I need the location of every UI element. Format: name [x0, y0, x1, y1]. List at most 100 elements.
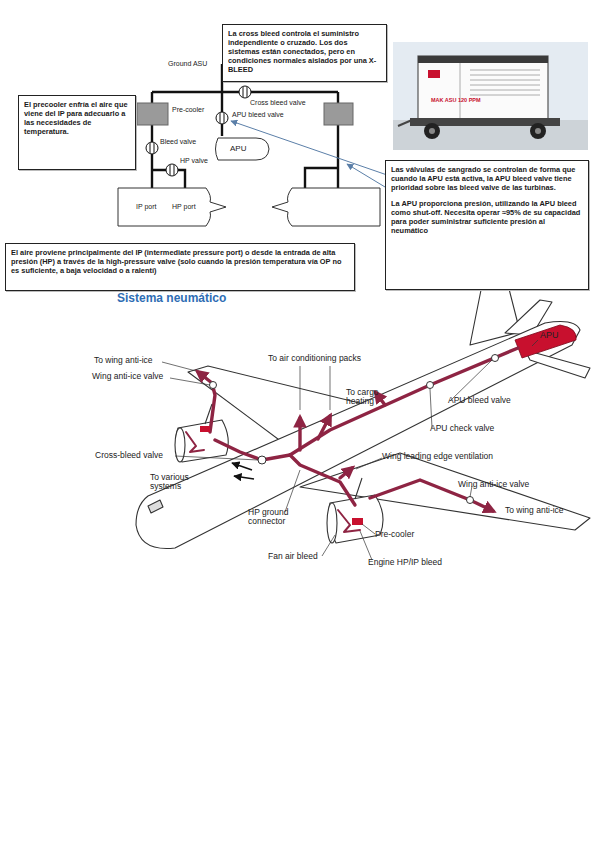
illustration-part	[460, 63, 540, 120]
part-label: APU	[540, 331, 559, 341]
callout-text: La cross bleed controla el suministro in…	[228, 29, 381, 74]
apu-unit: APU	[212, 136, 270, 162]
illustration-part	[175, 428, 185, 462]
system-arrows	[232, 463, 254, 479]
illustration-part	[428, 70, 440, 78]
illustration-part	[186, 432, 204, 452]
illustration-part	[136, 322, 580, 549]
schematic-label: Cross bleed valve	[250, 99, 306, 107]
illustration-part	[424, 123, 440, 139]
callout-text: La APU proporciona presión, utilizando l…	[391, 199, 583, 235]
bleed-ducting	[186, 348, 518, 532]
illustration-part	[305, 168, 338, 188]
illustration-part	[330, 366, 331, 410]
ground-asu-photo	[393, 42, 588, 150]
engine-outline: IP port HP port	[116, 186, 228, 228]
part-label: Pre-cooler	[375, 530, 414, 539]
part-label: To cargo heating	[346, 388, 392, 407]
shape-label: APU	[230, 144, 246, 153]
illustration-part	[198, 372, 215, 432]
illustration-part	[470, 85, 540, 86]
illustration-part	[150, 143, 151, 153]
illustration-part	[322, 535, 335, 556]
schematic-label: APU bleed valve	[232, 111, 284, 119]
illustration-part	[215, 440, 290, 460]
illustration-part	[470, 95, 540, 96]
illustration-part	[239, 86, 251, 98]
illustration-part	[166, 164, 178, 176]
illustration-part	[360, 531, 372, 560]
illustration-part	[170, 378, 210, 385]
illustration-part	[232, 463, 252, 470]
illustration-part	[470, 70, 540, 71]
illustration-part	[340, 468, 352, 478]
illustration-part	[355, 478, 362, 499]
schematic-label: HP valve	[180, 157, 208, 165]
illustration-part	[327, 503, 337, 543]
illustration-part	[298, 418, 301, 450]
illustration-part	[450, 360, 492, 401]
illustration-part	[530, 123, 546, 139]
schematic-label: MAK ASU 120 PPM	[431, 97, 481, 103]
part-label: To wing anti-ice	[505, 506, 564, 515]
illustration-part	[247, 87, 248, 97]
duct-valves	[210, 355, 499, 504]
callout-text: El precooler enfría el aire que viene de…	[24, 100, 130, 136]
illustration-part	[258, 456, 266, 464]
part-label: APU check valve	[430, 424, 494, 433]
precooler-box	[137, 103, 168, 125]
callout-text: Las válvulas de sangrado se controlan de…	[391, 165, 583, 192]
illustration-part	[290, 455, 355, 505]
callout-text: El aire proviene principalmente del IP (…	[11, 248, 349, 275]
precooler-symbol	[352, 518, 363, 525]
illustration-part	[318, 416, 330, 439]
schematic-label: Ground ASU	[168, 60, 207, 68]
part-label: Engine HP/IP bleed	[368, 558, 442, 567]
illustration-part	[532, 340, 538, 346]
part-label: To air conditioning packs	[268, 354, 361, 363]
part-label: APU bleed valve	[448, 396, 511, 405]
illustration-part	[418, 56, 548, 120]
illustration-part	[535, 128, 541, 134]
illustration-part	[174, 165, 175, 175]
illustration-part	[525, 350, 590, 378]
engine-outline	[272, 188, 380, 226]
illustration-part	[460, 63, 461, 120]
part-label: To various systems	[150, 473, 200, 492]
callout-box: La cross bleed controla el suministro in…	[222, 24, 387, 82]
shape-label: IP port	[136, 202, 157, 211]
part-label: Fan air bleed	[268, 552, 318, 561]
illustration-part	[170, 165, 171, 175]
illustration-part	[148, 500, 163, 513]
illustration-part	[224, 113, 225, 123]
apu-tailcone	[515, 325, 576, 358]
illustration-part	[470, 285, 520, 345]
aircraft-airframe	[136, 285, 590, 549]
valve-symbols	[146, 86, 251, 176]
callout-box: Las válvulas de sangrado se controlan de…	[385, 160, 589, 290]
part-label: Wing anti-ice valve	[92, 372, 163, 381]
illustration-part	[427, 382, 434, 389]
callout-box: El aire proviene principalmente del IP (…	[5, 243, 355, 291]
section-heading: Sistema neumático	[117, 292, 226, 305]
illustration-part	[356, 458, 382, 469]
illustration-part	[162, 362, 196, 371]
leader-lines	[162, 340, 538, 560]
illustration-part	[418, 56, 548, 63]
illustration-part	[146, 142, 158, 154]
illustration-part	[470, 75, 540, 76]
apu-unit-path	[216, 138, 270, 160]
precooler-symbol	[200, 426, 210, 432]
part-label: Cross-bleed valve	[95, 451, 163, 460]
callout-box: El precooler enfría el aire que viene de…	[18, 95, 136, 170]
shape-label: HP port	[172, 202, 196, 211]
illustration-part	[398, 120, 412, 126]
illustration-part	[467, 497, 474, 504]
illustration-part	[285, 470, 300, 512]
part-label: Wing anti-ice valve	[458, 480, 529, 489]
illustration-part	[300, 366, 301, 410]
pointer-arrow	[347, 164, 390, 190]
